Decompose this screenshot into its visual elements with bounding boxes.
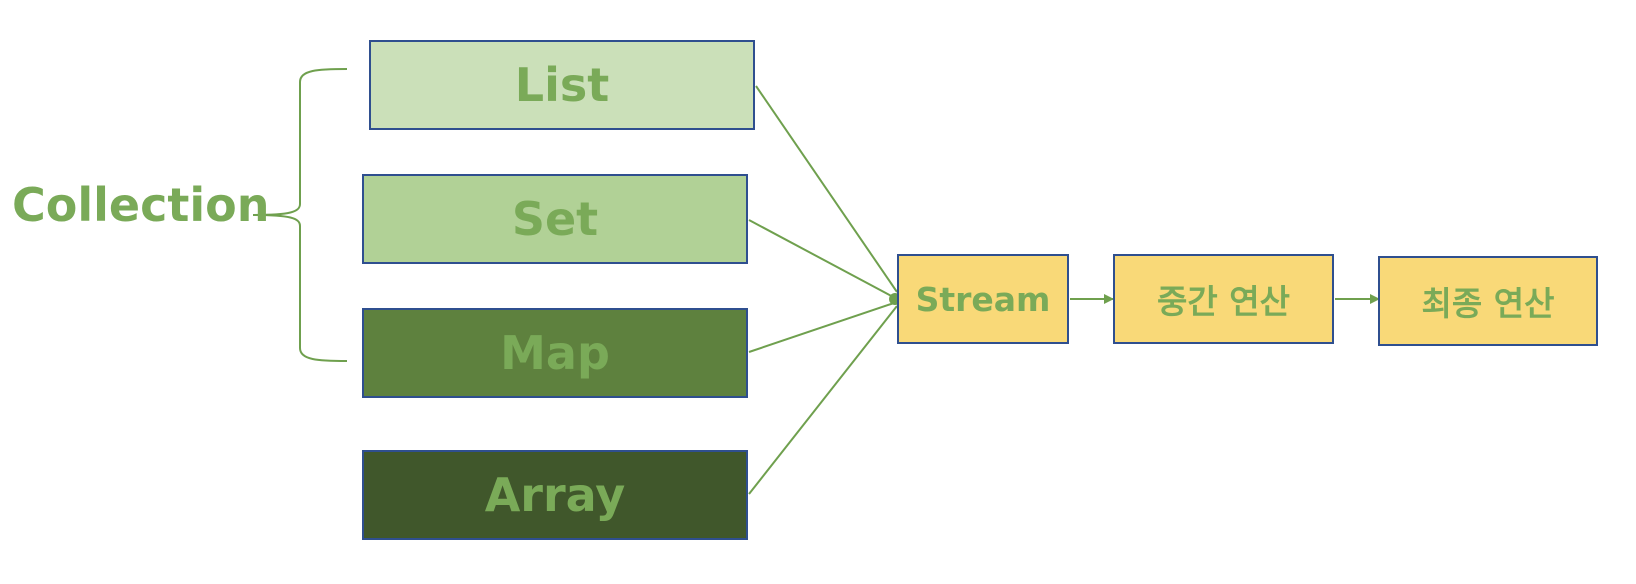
map-box: Map bbox=[362, 308, 748, 398]
connector-map-stream bbox=[748, 301, 898, 353]
array-box: Array bbox=[362, 450, 748, 540]
list-box: List bbox=[369, 40, 755, 130]
terminal-operation-box: 최종 연산 bbox=[1378, 256, 1598, 346]
collection-brace bbox=[252, 68, 348, 362]
set-box: Set bbox=[362, 174, 748, 264]
collection-label: Collection bbox=[12, 178, 270, 232]
connector-set-stream bbox=[748, 219, 898, 300]
connector-array-stream bbox=[748, 305, 898, 495]
stream-box: Stream bbox=[897, 254, 1069, 344]
connector-list-stream bbox=[755, 85, 898, 293]
intermediate-operation-box: 중간 연산 bbox=[1113, 254, 1334, 344]
